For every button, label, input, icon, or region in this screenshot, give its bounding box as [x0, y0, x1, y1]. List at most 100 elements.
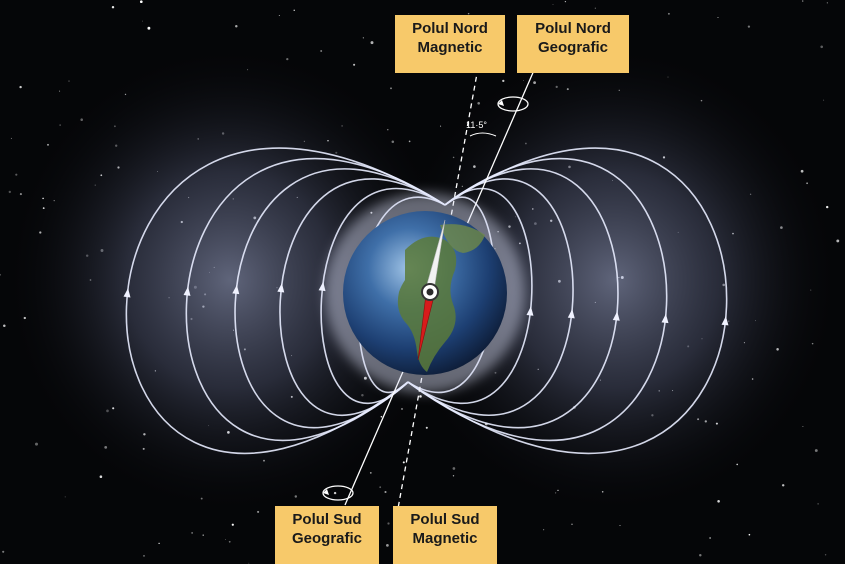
angle-label: 11·5°	[466, 120, 487, 130]
star	[202, 534, 204, 536]
field-arrow	[277, 283, 285, 293]
star	[826, 2, 828, 4]
star	[228, 540, 231, 543]
star	[10, 137, 12, 139]
south-magnetic-pole-label: Polul Sud Magnetic	[393, 506, 497, 564]
star	[235, 24, 238, 28]
star	[387, 522, 390, 525]
star	[667, 12, 670, 15]
star	[709, 537, 711, 539]
star	[191, 532, 193, 534]
star	[699, 553, 702, 557]
star	[384, 490, 387, 494]
south-geographic-pole-label: Polul Sud Geografic	[275, 506, 379, 564]
field-arrow	[612, 311, 620, 321]
north-geographic-pole-label: Polul Nord Geografic	[517, 15, 629, 73]
star	[814, 449, 818, 452]
north-rotation-arrow	[498, 100, 504, 106]
south-rotation-arrow	[323, 489, 329, 495]
star	[802, 425, 804, 428]
field-arrow	[232, 284, 240, 295]
star	[425, 426, 428, 429]
field-line	[320, 187, 446, 404]
star	[224, 538, 226, 540]
star	[19, 85, 22, 89]
earth-continent-north	[440, 224, 485, 253]
star	[781, 484, 785, 487]
south-magnetic-line-1: Polul Sud	[410, 511, 480, 528]
north-geographic-line-1: Polul Nord	[535, 20, 611, 37]
star	[747, 25, 751, 28]
south-magnetic-line-2: Magnetic	[412, 530, 478, 547]
star	[68, 80, 70, 82]
angle-arc	[469, 132, 497, 137]
star	[717, 17, 719, 19]
field-line	[407, 168, 619, 429]
field-arrow	[318, 281, 326, 292]
star	[452, 475, 455, 477]
star	[386, 544, 389, 547]
star	[552, 3, 554, 5]
star	[369, 472, 372, 474]
field-line	[407, 147, 728, 455]
star	[370, 41, 374, 45]
north-magnetic-line-1: Polul Nord	[412, 20, 488, 37]
star	[59, 90, 61, 92]
field-arrow	[721, 316, 729, 326]
field-glow-right	[385, 40, 845, 520]
star	[278, 15, 280, 16]
field-line	[234, 168, 446, 429]
north-magnetic-line-2: Magnetic	[417, 39, 483, 56]
field-arrow	[661, 313, 669, 324]
star	[35, 442, 38, 446]
field-arrow	[183, 286, 191, 296]
star	[142, 20, 143, 22]
field-arrow	[567, 309, 575, 319]
north-geographic-line-2: Geografic	[537, 39, 609, 56]
star	[619, 525, 621, 526]
star	[564, 0, 567, 3]
star	[571, 523, 573, 525]
star	[717, 500, 720, 503]
star	[362, 37, 364, 39]
star	[248, 562, 250, 564]
star	[801, 0, 804, 2]
field-line	[185, 157, 446, 442]
star	[353, 63, 356, 66]
field-line	[125, 147, 446, 455]
star	[748, 533, 751, 536]
star	[143, 555, 145, 557]
star	[402, 461, 405, 464]
star	[379, 486, 382, 489]
star	[111, 5, 115, 9]
north-magnetic-pole-label: Polul Nord Magnetic	[395, 15, 505, 73]
field-arrow	[526, 306, 534, 316]
star	[594, 7, 596, 9]
star	[8, 190, 11, 194]
field-arrow	[123, 288, 131, 298]
star	[390, 87, 392, 90]
south-geographic-line-2: Geografic	[291, 530, 363, 547]
star	[15, 173, 18, 176]
star	[64, 496, 66, 498]
star	[543, 529, 545, 531]
star	[231, 523, 234, 526]
field-line	[407, 157, 668, 442]
star	[452, 467, 456, 470]
magnetic-axis-line	[394, 67, 479, 526]
field-line	[407, 187, 533, 404]
south-geographic-line-1: Polul Sud	[292, 511, 362, 528]
star	[824, 554, 827, 556]
star	[467, 12, 470, 15]
star	[293, 9, 295, 11]
star	[817, 503, 819, 505]
star	[139, 0, 143, 4]
star	[820, 45, 824, 49]
field-line	[407, 178, 574, 416]
star	[147, 26, 151, 30]
star	[2, 550, 5, 553]
compass-pivot-center	[426, 288, 434, 296]
field-glow-left	[0, 40, 460, 520]
field-line	[279, 178, 446, 416]
